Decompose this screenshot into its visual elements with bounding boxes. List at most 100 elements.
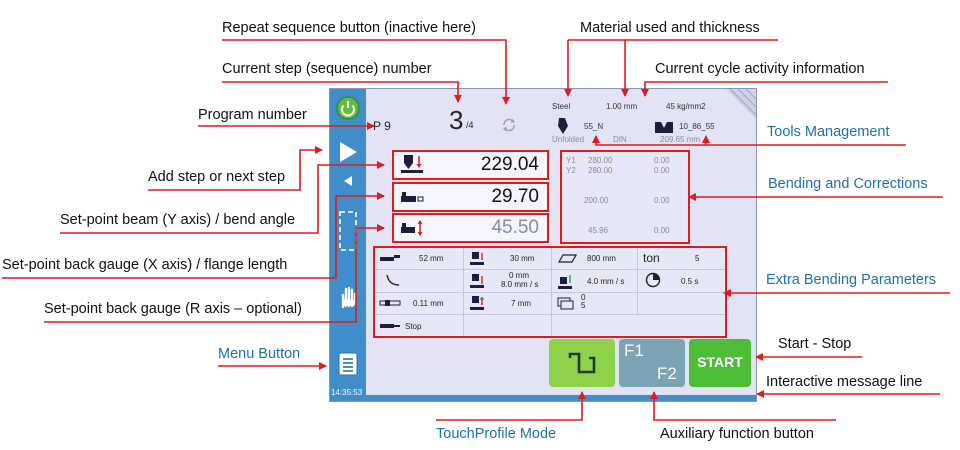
menu-icon <box>338 352 358 376</box>
die-icon[interactable] <box>654 120 674 134</box>
hand-icon <box>341 286 357 309</box>
arrow-add-step <box>148 146 323 191</box>
callout-menu-button: Menu Button <box>218 346 301 362</box>
callout-tools-management: Tools Management <box>767 124 890 140</box>
y-axis-setpoint[interactable]: 229.04 <box>392 150 549 180</box>
punch-icon[interactable] <box>556 117 570 135</box>
y-setpoint-value: 229.04 <box>480 154 539 175</box>
arrow-cycle <box>641 81 888 97</box>
callout-repeat-sequence: Repeat sequence button (inactive here) <box>222 20 476 36</box>
unfolded-value: 209.65 mm <box>660 135 701 144</box>
thickness-icon <box>379 300 401 306</box>
r-value: 45.96 <box>588 226 609 235</box>
counter-icon <box>557 297 574 310</box>
thickness-value: 0.11 mm <box>413 299 444 308</box>
arrow-tools-punch <box>592 135 906 146</box>
chevron-left-icon <box>344 176 352 186</box>
return-speed-value: 4.0 mm / s <box>587 277 625 286</box>
repeat-sequence-icon[interactable] <box>501 117 517 133</box>
x-correction: 0.00 <box>654 196 670 205</box>
arrow-repeat <box>222 39 510 105</box>
length-icon <box>557 254 577 263</box>
stop-value: Stop <box>405 322 422 331</box>
callout-beam-setpoint: Set-point beam (Y axis) / bend angle <box>60 212 296 228</box>
callout-extra-bending: Extra Bending Parameters <box>766 272 937 288</box>
y1-label: Y1 <box>566 156 576 165</box>
callout-aux-function: Auxiliary function button <box>660 426 814 442</box>
x-setpoint-value: 29.70 <box>491 186 539 207</box>
din-label: DIN : <box>613 135 632 144</box>
decompression-icon <box>470 296 484 310</box>
step-number: 3 <box>449 105 464 135</box>
start-button[interactable]: START <box>689 339 751 387</box>
decompression-value: 7 mm <box>511 299 531 308</box>
flange-value: 52 mm <box>419 254 444 263</box>
aux-function-button[interactable]: F1 F2 <box>619 339 685 387</box>
menu-button[interactable] <box>334 351 362 377</box>
die-name: 10_86_55 <box>679 122 715 131</box>
ton-value: 5 <box>695 254 700 263</box>
x-axis-setpoint[interactable]: 29.70 <box>392 182 549 212</box>
power-icon <box>336 96 360 120</box>
ton-label: ton <box>643 251 660 265</box>
x-value: 200.00 <box>584 196 609 205</box>
f1-label: F1 <box>624 341 644 360</box>
profile-icon <box>568 352 596 374</box>
callout-bending-corrections: Bending and Corrections <box>768 176 928 192</box>
counter-a: 0 <box>581 293 586 302</box>
length-value: 800 mm <box>587 254 616 263</box>
timer-value: 0.5 s <box>681 277 699 286</box>
touchprofile-button[interactable] <box>549 339 615 387</box>
callout-cycle-info: Current cycle activity information <box>655 61 865 77</box>
timer-icon <box>645 272 661 288</box>
y2-label: Y2 <box>566 166 576 175</box>
play-icon <box>340 142 357 162</box>
r-axis-setpoint[interactable]: 45.50 <box>392 213 549 243</box>
callout-backgauge-x: Set-point back gauge (X axis) / flange l… <box>2 257 288 273</box>
callout-message-line: Interactive message line <box>766 374 923 390</box>
callout-material: Material used and thickness <box>580 20 760 36</box>
start-label: START <box>697 354 743 370</box>
hand-button[interactable] <box>334 283 362 311</box>
clock: 14:35:53 <box>331 388 363 397</box>
material-strength: 45 kg/mm2 <box>666 102 706 111</box>
r-correction: 0.00 <box>654 226 670 235</box>
callout-current-step: Current step (sequence) number <box>222 61 432 77</box>
r-setpoint-value: 45.50 <box>491 217 539 238</box>
radius-icon <box>386 274 400 286</box>
add-step-button[interactable] <box>334 139 362 165</box>
bending-corrections-panel[interactable]: Y1 280.00 0.00 Y2 280.00 0.00 200.00 0.0… <box>560 150 690 244</box>
callout-backgauge-r: Set-point back gauge (R axis – optional) <box>44 301 302 317</box>
controller-screen: 14:35:53 P 9 3 /4 Steel 1.00 mm 45 kg/mm… <box>329 88 757 402</box>
arrow-backgauge-x <box>2 192 385 279</box>
arrow-current-step <box>222 81 462 103</box>
message-line <box>366 395 756 401</box>
callout-add-step: Add step or next step <box>148 169 286 185</box>
extra-bending-panel[interactable]: 52 mm 30 mm 800 mm ton 5 0 mm 8.0 mm / s… <box>373 246 727 338</box>
return-speed-icon <box>558 275 572 289</box>
material-name: Steel <box>552 102 571 111</box>
arrow-backgauge-r <box>44 224 385 323</box>
material-thickness: 1.00 mm <box>606 102 638 111</box>
speed-pressing: 8.0 mm / s <box>501 280 539 289</box>
step-total: /4 <box>466 120 474 130</box>
arrow-aux <box>650 391 836 421</box>
status-indicator[interactable] <box>334 95 362 121</box>
flange-icon <box>380 255 400 261</box>
backgauge-x-icon <box>401 192 424 202</box>
opening-value: 30 mm <box>510 254 535 263</box>
y1-value: 280.00 <box>588 156 613 165</box>
speed-approach: 0 mm <box>509 271 529 280</box>
previous-step-button[interactable] <box>334 173 362 189</box>
callout-touchprofile: TouchProfile Mode <box>436 426 557 442</box>
f2-label: F2 <box>657 364 677 383</box>
callout-program-number: Program number <box>198 107 307 123</box>
counter-b: 5 <box>581 301 586 310</box>
callout-start-stop: Start - Stop <box>778 336 852 352</box>
beam-icon <box>401 155 423 173</box>
backgauge-r-icon <box>401 220 423 236</box>
stop-icon <box>380 324 400 328</box>
opening-icon <box>470 252 484 265</box>
program-number: P 9 <box>373 119 391 133</box>
